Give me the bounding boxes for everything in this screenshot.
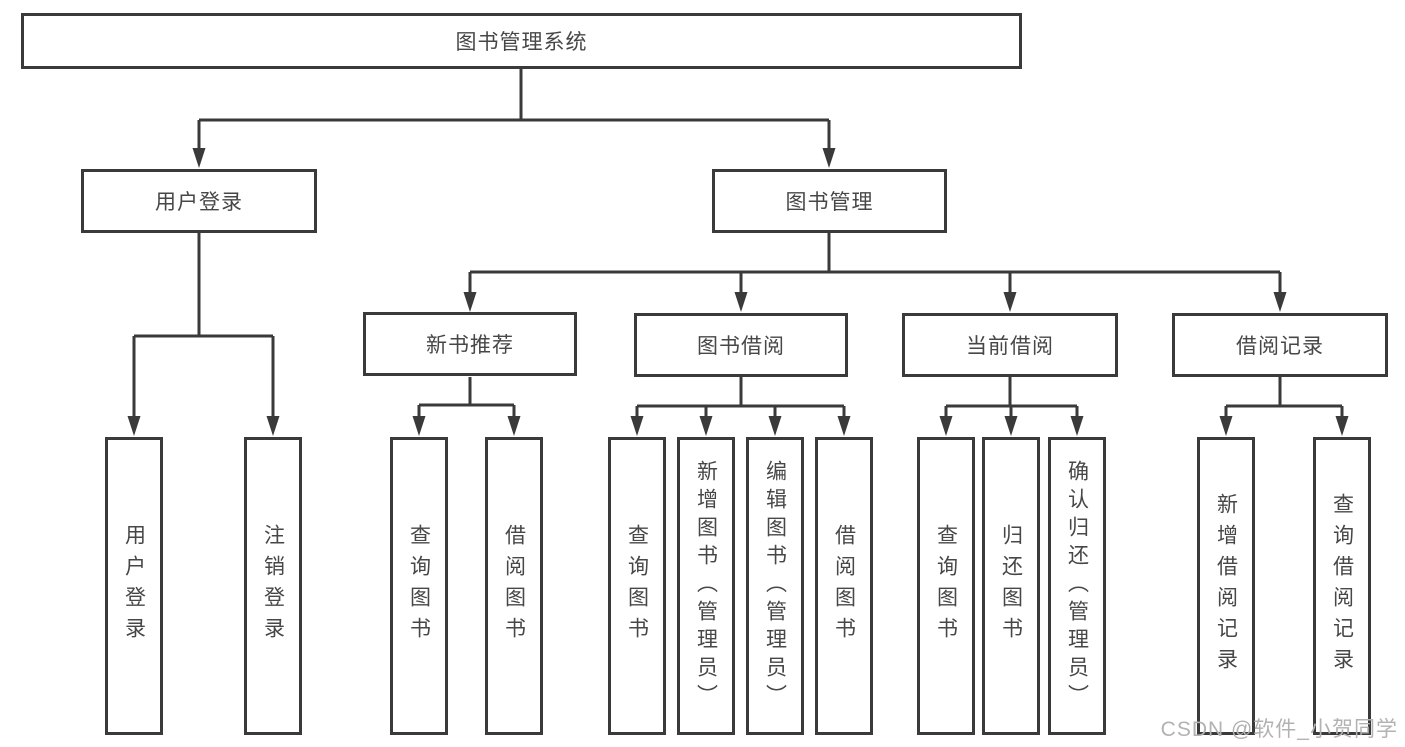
node-user-login: 用户登录 [81, 169, 317, 233]
leaf-logout-login: 注销登录 [244, 437, 302, 735]
leaf-confirm-return-admin-label: 确认归还（管理员） [1065, 460, 1089, 712]
node-book-borrow: 图书借阅 [634, 313, 848, 377]
leaf-add-books-admin: 新增图书（管理员） [677, 437, 735, 735]
leaf-query-borrow-record: 查询借阅记录 [1313, 437, 1371, 735]
leaf-return-books: 归还图书 [982, 437, 1040, 735]
node-new-book-recommend-label: 新书推荐 [426, 334, 514, 357]
leaf-logout-login-label: 注销登录 [261, 524, 285, 648]
leaf-borrow-books-recommend: 借阅图书 [485, 437, 543, 735]
leaf-edit-books-admin-label: 编辑图书（管理员） [763, 460, 787, 712]
leaf-confirm-return-admin: 确认归还（管理员） [1048, 437, 1106, 735]
leaf-query-books-current: 查询图书 [917, 437, 975, 735]
node-book-management: 图书管理 [712, 169, 947, 233]
leaf-borrow-books: 借阅图书 [815, 437, 873, 735]
node-root-label: 图书管理系统 [455, 31, 588, 54]
csdn-watermark: CSDN @软件_小贺同学 [1160, 718, 1398, 741]
leaf-query-books-recommend: 查询图书 [390, 437, 448, 735]
leaf-add-borrow-record: 新增借阅记录 [1197, 437, 1255, 735]
leaf-borrow-books-recommend-label: 借阅图书 [502, 524, 526, 648]
leaf-user-login-label: 用户登录 [122, 524, 146, 648]
leaf-query-books-borrow: 查询图书 [608, 437, 666, 735]
leaf-query-borrow-record-label: 查询借阅记录 [1330, 493, 1354, 679]
leaf-borrow-books-label: 借阅图书 [832, 524, 856, 648]
node-root-system: 图书管理系统 [21, 13, 1022, 69]
leaf-query-books-current-label: 查询图书 [934, 524, 958, 648]
node-book-management-label: 图书管理 [785, 191, 874, 214]
leaf-add-books-admin-label: 新增图书（管理员） [694, 460, 718, 712]
node-new-book-recommend: 新书推荐 [363, 312, 577, 376]
leaf-add-borrow-record-label: 新增借阅记录 [1214, 493, 1238, 679]
node-book-borrow-label: 图书借阅 [697, 335, 785, 358]
leaf-query-books-borrow-label: 查询图书 [625, 524, 649, 648]
leaf-query-books-recommend-label: 查询图书 [407, 524, 431, 648]
node-current-borrow-label: 当前借阅 [966, 335, 1054, 358]
leaf-edit-books-admin: 编辑图书（管理员） [746, 437, 804, 735]
node-current-borrow: 当前借阅 [902, 313, 1118, 377]
node-user-login-label: 用户登录 [155, 191, 243, 214]
node-borrow-records-label: 借阅记录 [1236, 335, 1324, 358]
leaf-return-books-label: 归还图书 [999, 524, 1023, 648]
leaf-user-login: 用户登录 [105, 437, 163, 735]
node-borrow-records: 借阅记录 [1172, 313, 1388, 377]
